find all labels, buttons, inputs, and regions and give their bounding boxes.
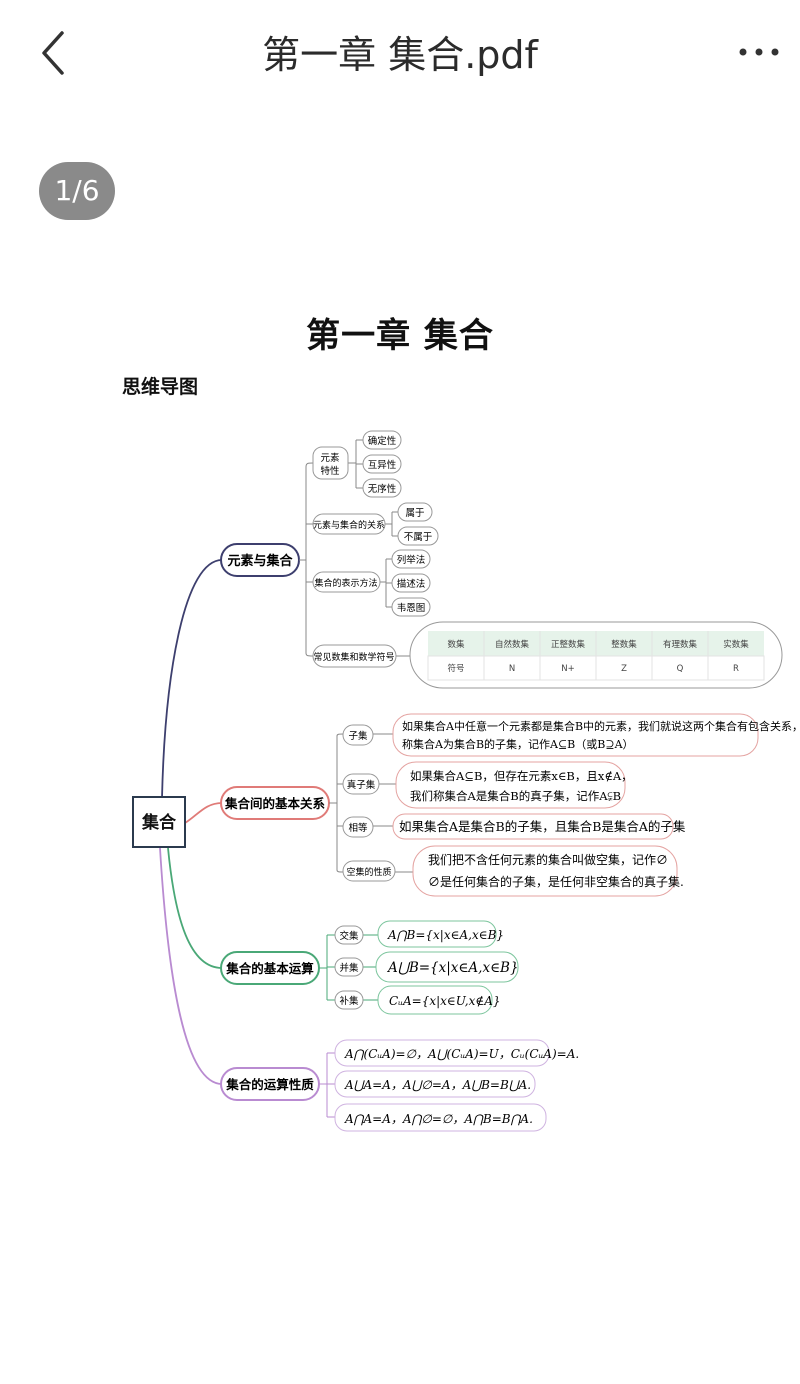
table-header-cell: 有理数集 (663, 639, 698, 650)
union-label: 并集 (339, 962, 359, 974)
branch-1-label: 元素与集合 (227, 553, 293, 569)
representation-label: 集合的表示方法 (314, 577, 377, 589)
table-header-cell: 整数集 (611, 639, 637, 650)
common-sets-label: 常见数集和数学符号 (313, 651, 394, 663)
chevron-left-icon (42, 31, 64, 75)
table-cell: Q (677, 664, 684, 674)
branch-2-label: 集合间的基本关系 (224, 796, 326, 811)
union-formula: A⋃B={x|x∈A,x∈B} (386, 960, 519, 976)
leaf-distinctness: 互异性 (368, 459, 397, 471)
more-button[interactable] (736, 44, 782, 58)
complement-formula: CᵤA={x|x∈U,x∉A} (389, 994, 501, 1008)
empty-set-line1: 我们把不含任何元素的集合叫做空集，记作∅ (428, 852, 668, 867)
complement-label: 补集 (339, 995, 359, 1007)
table-cell: N (509, 664, 515, 674)
leaf-unordered: 无序性 (368, 483, 397, 495)
branch-3-label: 集合的基本运算 (225, 961, 314, 976)
leaf-not-belongs: 不属于 (404, 532, 433, 543)
file-title: 第一章 集合.pdf (262, 33, 538, 77)
document-subheading: 思维导图 (122, 376, 199, 398)
subset-line1: 如果集合A中任意一个元素都是集合B中的元素，我们就说这两个集合有包含关系， (402, 719, 800, 733)
branch-basic-relations: 集合间的基本关系 子集 如果集合A中任意一个元素都是集合B中的元素，我们就说这两… (220, 713, 800, 897)
property-row-3: A⋂A=A，A⋂∅=∅，A⋂B=B⋂A. (344, 1112, 533, 1126)
table-header-cell: 实数集 (723, 639, 749, 650)
leaf-determinacy: 确定性 (368, 435, 397, 447)
subset-line2: 称集合A为集合B的子集，记作A⊆B（或B⊇A） (402, 737, 634, 751)
table-cell: R (733, 664, 739, 674)
common-sets-table: 数集 自然数集 正整数集 整数集 有理数集 实数集 符号 N N+ Z Q R (409, 621, 783, 689)
leaf-description: 描述法 (397, 578, 426, 590)
empty-set-line2: ∅是任何集合的子集，是任何非空集合的真子集. (428, 874, 684, 889)
leaf-roster: 列举法 (397, 554, 426, 566)
more-dots-icon (739, 48, 779, 56)
relation-label: 元素与集合的关系 (313, 519, 385, 531)
feature-label-line2: 特性 (320, 465, 340, 477)
root-node: 集合 (132, 796, 186, 848)
feature-label-line1: 元素 (320, 452, 340, 464)
proper-subset-line2: 我们称集合A是集合B的真子集，记作A⫋B (410, 789, 621, 803)
property-row-1: A⋂(CᵤA)=∅，A⋃(CᵤA)=U，Cᵤ(CᵤA)=A. (344, 1047, 579, 1061)
property-row-2: A⋃A=A，A⋃∅=A，A⋃B=B⋃A. (344, 1078, 531, 1092)
intersection-formula: A⋂B={x|x∈A,x∈B} (387, 928, 504, 942)
table-cell: Z (621, 664, 627, 674)
branch-operation-properties: 集合的运算性质 A⋂(CᵤA)=∅，A⋃(CᵤA)=U，Cᵤ(CᵤA)=A. A… (220, 1039, 579, 1132)
table-cell: 符号 (447, 663, 464, 674)
proper-subset-label: 真子集 (347, 779, 376, 791)
branch-basic-operations: 集合的基本运算 交集 A⋂B={x|x∈A,x∈B} 并集 A⋃B={x|x∈A… (220, 920, 519, 1015)
table-cell: N+ (561, 664, 574, 674)
root-label: 集合 (141, 812, 177, 833)
branch-element-and-set: 元素与集合 元素 特性 确定性 互异性 无序性 元素与集合的关系 属于 不属于 … (220, 430, 783, 689)
leaf-venn: 韦恩图 (397, 603, 426, 614)
empty-set-label: 空集的性质 (346, 866, 391, 878)
equal-label: 相等 (348, 822, 368, 834)
branch-4-label: 集合的运算性质 (225, 1077, 314, 1092)
table-header-cell: 正整数集 (551, 639, 586, 650)
leaf-belongs: 属于 (405, 508, 424, 519)
top-bar: 第一章 集合.pdf (0, 0, 800, 110)
mind-map: 集合 元素与集合 元素 特性 确定性 互异性 无序性 元素与集合的关系 属于 不… (132, 430, 800, 1132)
back-button[interactable] (34, 28, 78, 78)
document-heading: 第一章 集合 (306, 316, 494, 356)
table-header-cell: 自然数集 (495, 639, 530, 650)
intersection-label: 交集 (339, 930, 359, 942)
subset-label: 子集 (348, 730, 368, 742)
equal-line1: 如果集合A是集合B的子集，且集合B是集合A的子集 (399, 819, 686, 834)
proper-subset-line1: 如果集合A⊆B，但存在元素x∈B，且x∉A， (410, 769, 633, 783)
table-header-cell: 数集 (447, 639, 465, 650)
page-indicator: 1/6 (39, 162, 115, 220)
